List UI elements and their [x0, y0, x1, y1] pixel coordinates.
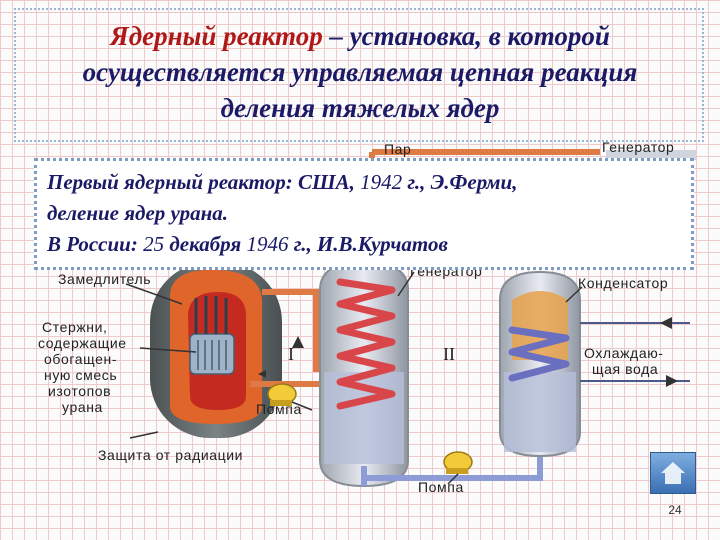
label-rods-4: ную смесь	[44, 367, 117, 383]
label-rods-2: содержащие	[38, 335, 127, 351]
pump-1-icon	[267, 383, 297, 406]
info-line-2: деление ядер урана.	[47, 201, 228, 225]
info-line-1-end: г., Э.Ферми,	[402, 170, 518, 194]
fuel-rods	[194, 296, 228, 334]
title-line-3: деления тяжелых ядер	[220, 93, 500, 123]
title-rest: – установка, в которой	[322, 21, 610, 51]
info-line-3-month: декабря	[164, 232, 247, 256]
label-coolant-1: Охлаждаю-	[584, 345, 664, 361]
home-button[interactable]	[650, 452, 696, 494]
label-pump-2: Помпа	[418, 479, 464, 495]
label-generator-top: Генератор	[602, 139, 674, 155]
info-year-1942: 1942	[360, 170, 403, 194]
flow-arrows	[258, 317, 678, 387]
secondary-pipe-bottom	[361, 454, 543, 486]
label-loop-1: I	[288, 344, 294, 364]
info-line-3-end: г., И.В.Курчатов	[288, 232, 448, 256]
label-rods-5: изотопов	[48, 383, 111, 399]
slide-title: Ядерный реактор – установка, в которой о…	[0, 18, 720, 126]
primary-pipe-hot	[262, 289, 319, 372]
home-icon	[661, 462, 685, 484]
info-box: Первый ядерный реактор: США, 1942 г., Э.…	[34, 158, 694, 270]
label-coolant-2: щая вода	[592, 361, 658, 377]
leader-lines	[125, 271, 583, 485]
label-shield: Защита от радиации	[98, 447, 243, 463]
condenser-coil	[508, 326, 570, 382]
info-line-3-start: В России:	[47, 232, 144, 256]
page-number: 24	[668, 503, 682, 517]
label-loop-2: II	[443, 344, 455, 364]
label-condenser: Конденсатор	[578, 275, 668, 291]
info-line-1: Первый ядерный реактор: США, 1942 г., Э.…	[47, 167, 681, 198]
title-frame	[14, 8, 704, 142]
label-moderator: Замедлитель	[58, 271, 151, 287]
title-accent: Ядерный реактор	[110, 21, 323, 51]
label-pump-1: Помпа	[256, 401, 302, 417]
generator-top-body	[606, 150, 696, 160]
info-line-1-start: Первый ядерный реактор: США,	[47, 170, 361, 194]
label-steam: Пар	[384, 141, 411, 157]
title-line-2: осуществляется управляемая цепная реакци…	[82, 57, 638, 87]
condenser-water	[504, 372, 576, 452]
info-line-3: В России: 25 декабря 1946 г., И.В.Курчат…	[47, 229, 681, 260]
fuel-rod-lines	[197, 340, 227, 370]
info-year-1946: 1946	[246, 232, 289, 256]
info-day-25: 25	[143, 232, 165, 256]
label-rods-6: урана	[62, 399, 103, 415]
pump-2-icon	[443, 451, 473, 474]
label-rods-1: Стержни,	[42, 319, 108, 335]
generator-coil	[336, 278, 396, 410]
label-rods-3: обогащен-	[44, 351, 117, 367]
